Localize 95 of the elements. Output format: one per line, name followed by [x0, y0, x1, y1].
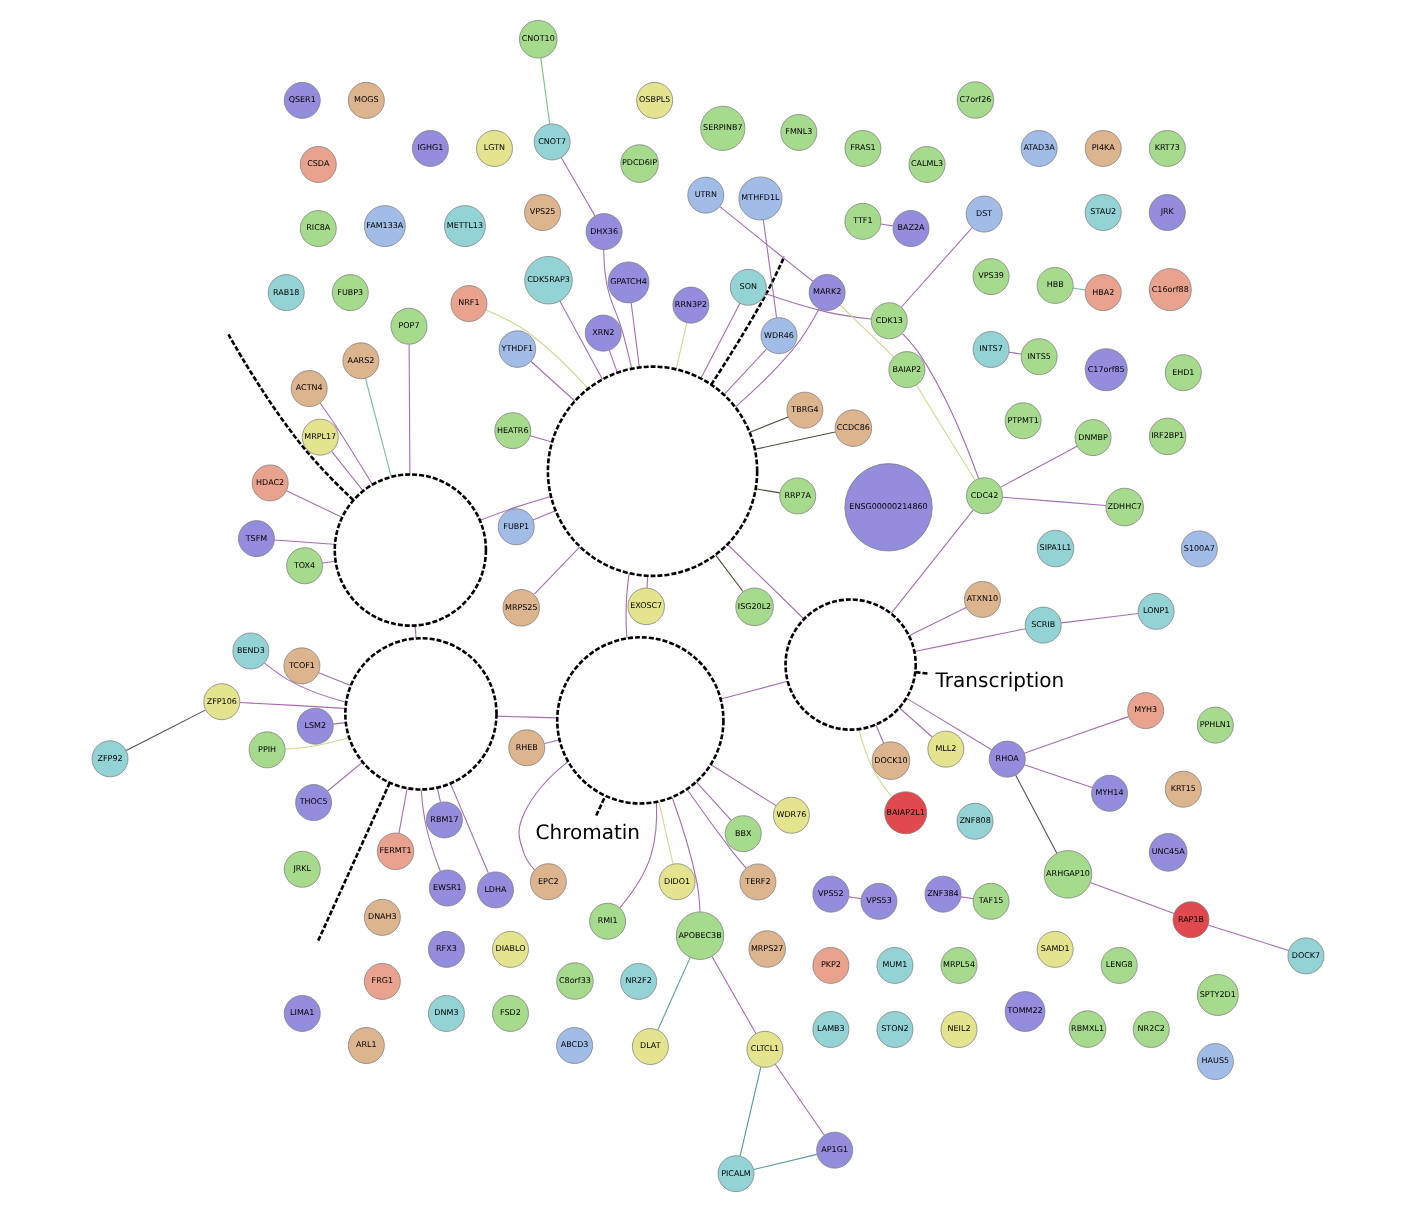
node-circle [546, 365, 759, 578]
node-text: Chromatin [535, 822, 641, 845]
connector [739, 1066, 762, 1157]
connector [284, 737, 350, 750]
connector [848, 896, 862, 900]
connector [675, 322, 688, 370]
connector [263, 662, 347, 703]
connector [711, 955, 757, 1035]
connector [915, 384, 976, 481]
connector [408, 344, 411, 475]
connector [332, 722, 347, 725]
connector [560, 157, 596, 217]
connector [749, 416, 789, 433]
connector [880, 223, 894, 227]
node-text: Transcription [935, 670, 1065, 693]
connector [764, 293, 872, 320]
connector [619, 801, 658, 909]
node-circle [555, 636, 725, 805]
connector [274, 539, 336, 545]
connector [559, 300, 603, 380]
connector [533, 546, 581, 595]
connector [540, 57, 551, 125]
connector [915, 670, 928, 675]
connector [364, 377, 392, 477]
connector [227, 333, 355, 502]
connector [1023, 764, 1093, 789]
connector [630, 302, 640, 368]
connector [625, 572, 630, 639]
connector [1072, 287, 1086, 291]
node-circle [333, 473, 488, 627]
connector [695, 781, 732, 821]
connector [906, 697, 993, 751]
connector [720, 680, 789, 700]
connector [595, 795, 607, 816]
connector [913, 628, 1026, 653]
connector [608, 349, 618, 374]
connector [485, 309, 589, 389]
connector [420, 788, 441, 872]
connector [543, 739, 560, 745]
connector [646, 575, 649, 589]
connector [710, 764, 777, 807]
connector [762, 219, 778, 319]
connector [321, 560, 336, 564]
node-circle [784, 598, 917, 731]
connector [686, 788, 747, 869]
connector [774, 1063, 825, 1136]
connector [603, 249, 633, 370]
connector [723, 348, 767, 396]
connector [1015, 774, 1058, 854]
connector [398, 787, 408, 834]
connector [898, 707, 933, 738]
connector [285, 490, 343, 518]
connector [1023, 716, 1129, 754]
connector [479, 495, 552, 521]
connector [734, 308, 820, 408]
connector [710, 256, 786, 386]
connector [671, 796, 701, 913]
connector [1089, 882, 1175, 915]
connector [715, 554, 744, 593]
connector [518, 761, 569, 871]
connector [1002, 496, 1107, 507]
connector [858, 728, 893, 798]
node-circle [344, 636, 498, 791]
connector [875, 724, 885, 744]
connector [700, 302, 741, 379]
connector [960, 896, 974, 900]
connector [436, 787, 441, 803]
connector [532, 510, 557, 521]
connector [318, 672, 352, 687]
connector [901, 333, 980, 480]
connector [331, 450, 364, 492]
connector [753, 1153, 818, 1170]
connector [1207, 924, 1290, 952]
connector [839, 304, 895, 358]
connector [908, 606, 967, 637]
connector [239, 702, 346, 710]
connector [1060, 613, 1139, 624]
connector [754, 431, 836, 450]
connector [890, 509, 974, 614]
connector [529, 435, 553, 443]
connector [719, 206, 814, 282]
connector [496, 715, 558, 719]
connector [657, 957, 691, 1031]
connector [317, 782, 391, 942]
connector [125, 709, 206, 752]
connector [658, 800, 674, 865]
connector [755, 488, 781, 494]
connector [450, 783, 489, 874]
connector [1000, 445, 1078, 488]
connector [900, 227, 973, 308]
connector [327, 761, 364, 792]
connector [1008, 351, 1022, 355]
connector [530, 360, 576, 402]
connector [319, 402, 373, 486]
connector [727, 543, 805, 620]
